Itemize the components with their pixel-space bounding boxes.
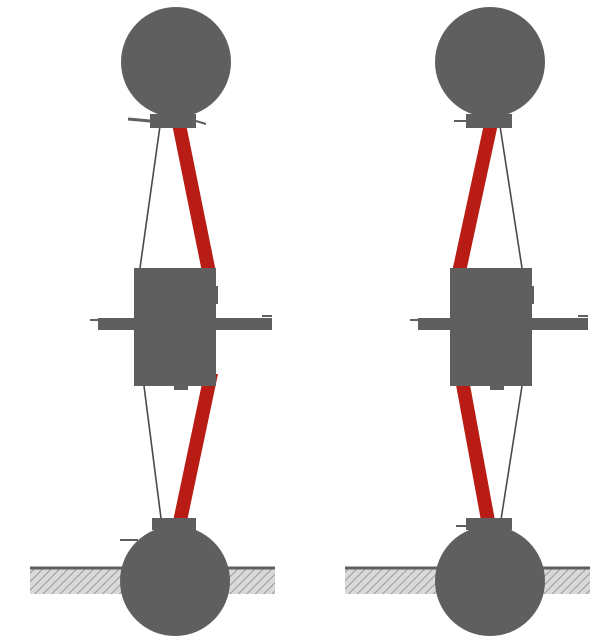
left-assembly [30,7,275,636]
guide-wire [499,125,523,269]
center-block-icon [90,268,272,390]
bottom-ball-icon [120,518,230,636]
right-assembly [345,7,590,636]
bottom-ball-icon [435,518,545,636]
center-block-icon [410,268,588,390]
upper-strap [172,124,216,272]
top-ball-icon [121,7,231,128]
guide-wire [499,385,523,527]
upper-strap [452,124,498,272]
lower-strap [454,374,496,526]
guide-wire [139,125,161,269]
top-ball-icon [435,7,545,128]
guide-wire [143,385,163,527]
lower-strap [172,374,218,526]
